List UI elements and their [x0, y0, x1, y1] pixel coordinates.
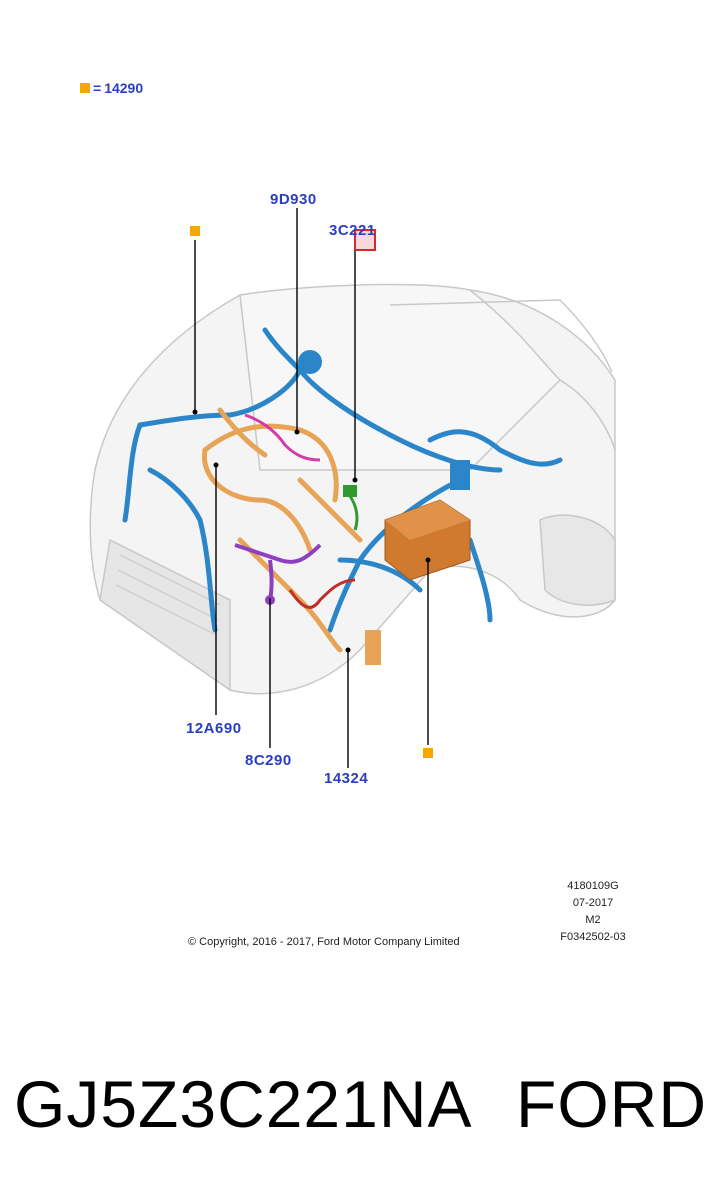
- callout-9d930: 9D930: [270, 191, 317, 208]
- wiring-diagram: [89, 208, 616, 768]
- drawing-metadata: 4180109G 07-2017 M2 F0342502-03: [548, 878, 638, 946]
- harness-red: [288, 578, 356, 609]
- copyright-notice: © Copyright, 2016 - 2017, Ford Motor Com…: [188, 936, 460, 948]
- leader-lines: [194, 208, 429, 768]
- brand-label: FORD: [516, 1067, 707, 1141]
- relay-module-blue: [298, 350, 322, 374]
- harness-pink: [244, 413, 321, 462]
- highlight-box-3c221: [354, 229, 376, 251]
- callout-14324: 14324: [324, 770, 369, 787]
- connector-green: [343, 485, 357, 497]
- orange-square-marker-top-icon: [190, 226, 200, 236]
- harness-orange: [202, 407, 363, 653]
- meta-drawing-number: 4180109G: [567, 880, 619, 892]
- part-number: GJ5Z3C221NA: [14, 1067, 473, 1141]
- callout-3c221: 3C221: [329, 222, 376, 239]
- meta-figure-id: F0342502-03: [560, 931, 626, 943]
- legend-value: 14290: [104, 80, 144, 96]
- orange-square-marker-icon: [80, 83, 90, 93]
- meta-date: 07-2017: [572, 897, 614, 909]
- orange-square-marker-bottom-icon: [423, 748, 433, 758]
- legend-equals: =: [93, 80, 102, 96]
- legend: = 14290: [80, 80, 143, 96]
- callout-12a690: 12A690: [186, 720, 242, 737]
- connector-blue-block: [450, 460, 470, 490]
- harness-blue: [122, 327, 563, 633]
- meta-revision: M2: [585, 914, 601, 926]
- fuse-box-module: [384, 499, 471, 581]
- connector-orange-block: [365, 630, 381, 665]
- callout-8c290: 8C290: [245, 752, 292, 769]
